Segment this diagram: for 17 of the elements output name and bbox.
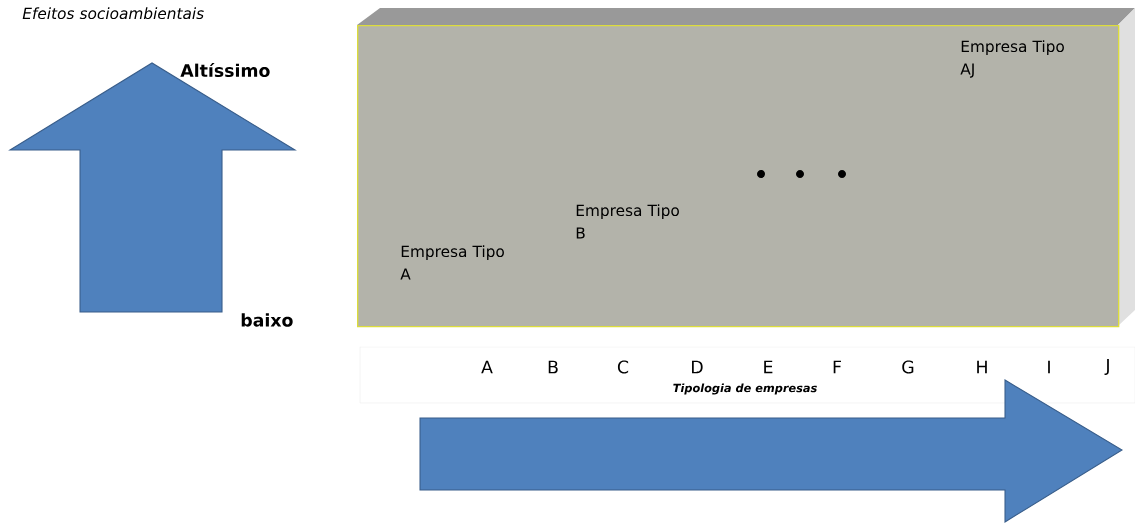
axis-letter: I <box>1048 360 1050 374</box>
axis-letter: C <box>617 360 629 374</box>
company-label: Empresa Tipo A <box>400 245 504 280</box>
company-label: Empresa Tipo B <box>576 204 679 239</box>
axis-letter: F <box>833 360 841 374</box>
scale-label: baixo <box>241 313 293 327</box>
axis-letter: G <box>902 360 914 374</box>
axis-letter: H <box>977 360 987 374</box>
company-label: Empresa Tipo AJ <box>960 40 1064 78</box>
axis-letter: E <box>764 360 773 374</box>
axis-letter: J <box>1104 358 1109 376</box>
axis-letter: D <box>692 360 703 374</box>
scale-label: Altíssimo <box>180 62 270 78</box>
axis-title: Tipologia de empresas <box>673 383 817 395</box>
axis-letter: A <box>481 360 493 374</box>
axis-title: Efeitos socioambientais <box>22 7 204 20</box>
axis-letter: B <box>548 360 558 374</box>
